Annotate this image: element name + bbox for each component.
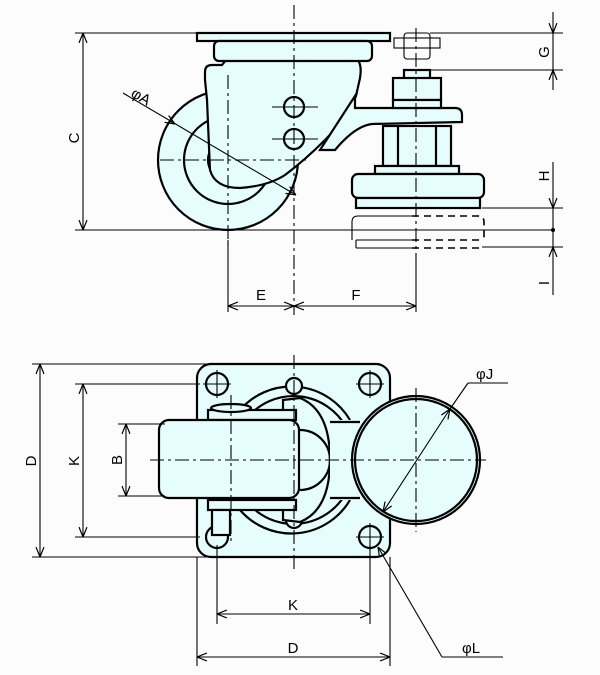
dim-D-vertical-label: D [23, 455, 40, 466]
leveling-bolt [350, 32, 486, 210]
dim-B-label: B [109, 455, 126, 465]
side-view: C φA E F G H I [66, 5, 563, 315]
dim-J-label: φJ [476, 366, 493, 383]
dim-K-horizontal-label: K [288, 597, 298, 614]
dim-H-label: H [536, 171, 553, 182]
dim-A-label: φA [128, 85, 154, 110]
dim-K-vertical-label: K [66, 456, 83, 466]
dim-C-label: C [66, 132, 83, 143]
foot-lowered [351, 215, 485, 249]
arm [317, 92, 464, 152]
dim-D-horizontal-label: D [288, 640, 299, 657]
dim-G-label: G [536, 46, 553, 58]
dim-F-label: F [351, 287, 360, 304]
top-view: D K B φJ K D φL [23, 355, 508, 666]
dim-L-label: φL [462, 640, 480, 657]
dim-I-label: I [536, 281, 553, 285]
wheel-top [157, 418, 301, 500]
swivel-ring [212, 39, 374, 63]
dim-E-label: E [256, 287, 266, 304]
